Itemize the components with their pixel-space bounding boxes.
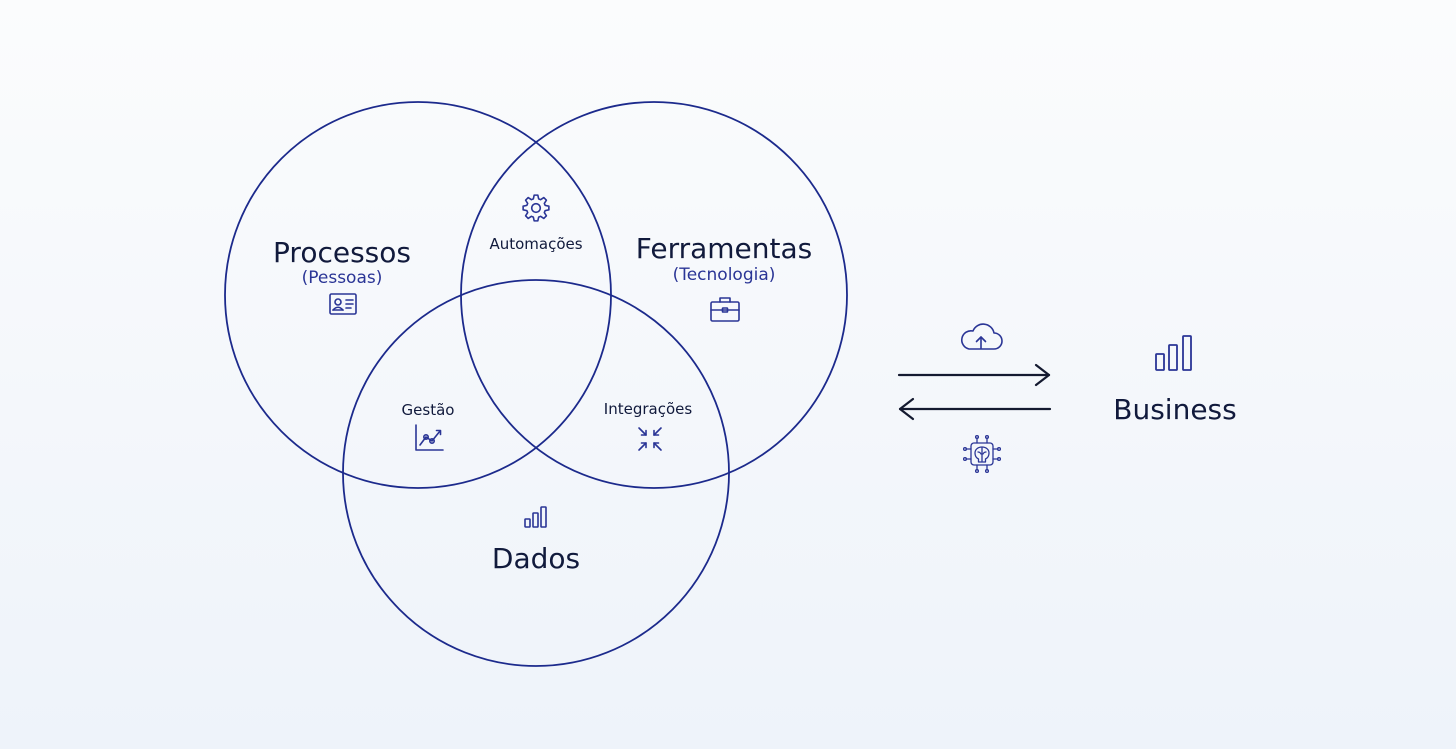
processos-subtitle: (Pessoas)	[302, 268, 383, 288]
id-card-icon	[329, 293, 357, 315]
dados-title: Dados	[492, 542, 580, 575]
ferramentas-subtitle: (Tecnologia)	[673, 265, 776, 285]
integracoes-label: Integrações	[604, 400, 693, 418]
gear-icon	[522, 194, 550, 222]
briefcase-icon	[710, 297, 740, 322]
automacoes-label: Automações	[489, 235, 582, 253]
bar-chart-icon	[524, 506, 547, 528]
ferramentas-title: Ferramentas	[636, 232, 812, 265]
business-label: Business	[1113, 393, 1236, 426]
arrow-right-icon	[897, 363, 1051, 387]
circle-processos	[224, 101, 612, 489]
line-chart-icon	[415, 424, 444, 451]
processos-title: Processos	[273, 236, 411, 269]
gestao-label: Gestão	[402, 401, 455, 419]
cloud-upload-icon	[960, 323, 1003, 350]
circle-dados	[342, 279, 730, 667]
arrows-inward-icon	[638, 427, 662, 451]
ai-chip-icon	[962, 434, 1002, 474]
arrow-left-icon	[898, 397, 1052, 421]
business-bar-chart-icon	[1155, 335, 1192, 371]
